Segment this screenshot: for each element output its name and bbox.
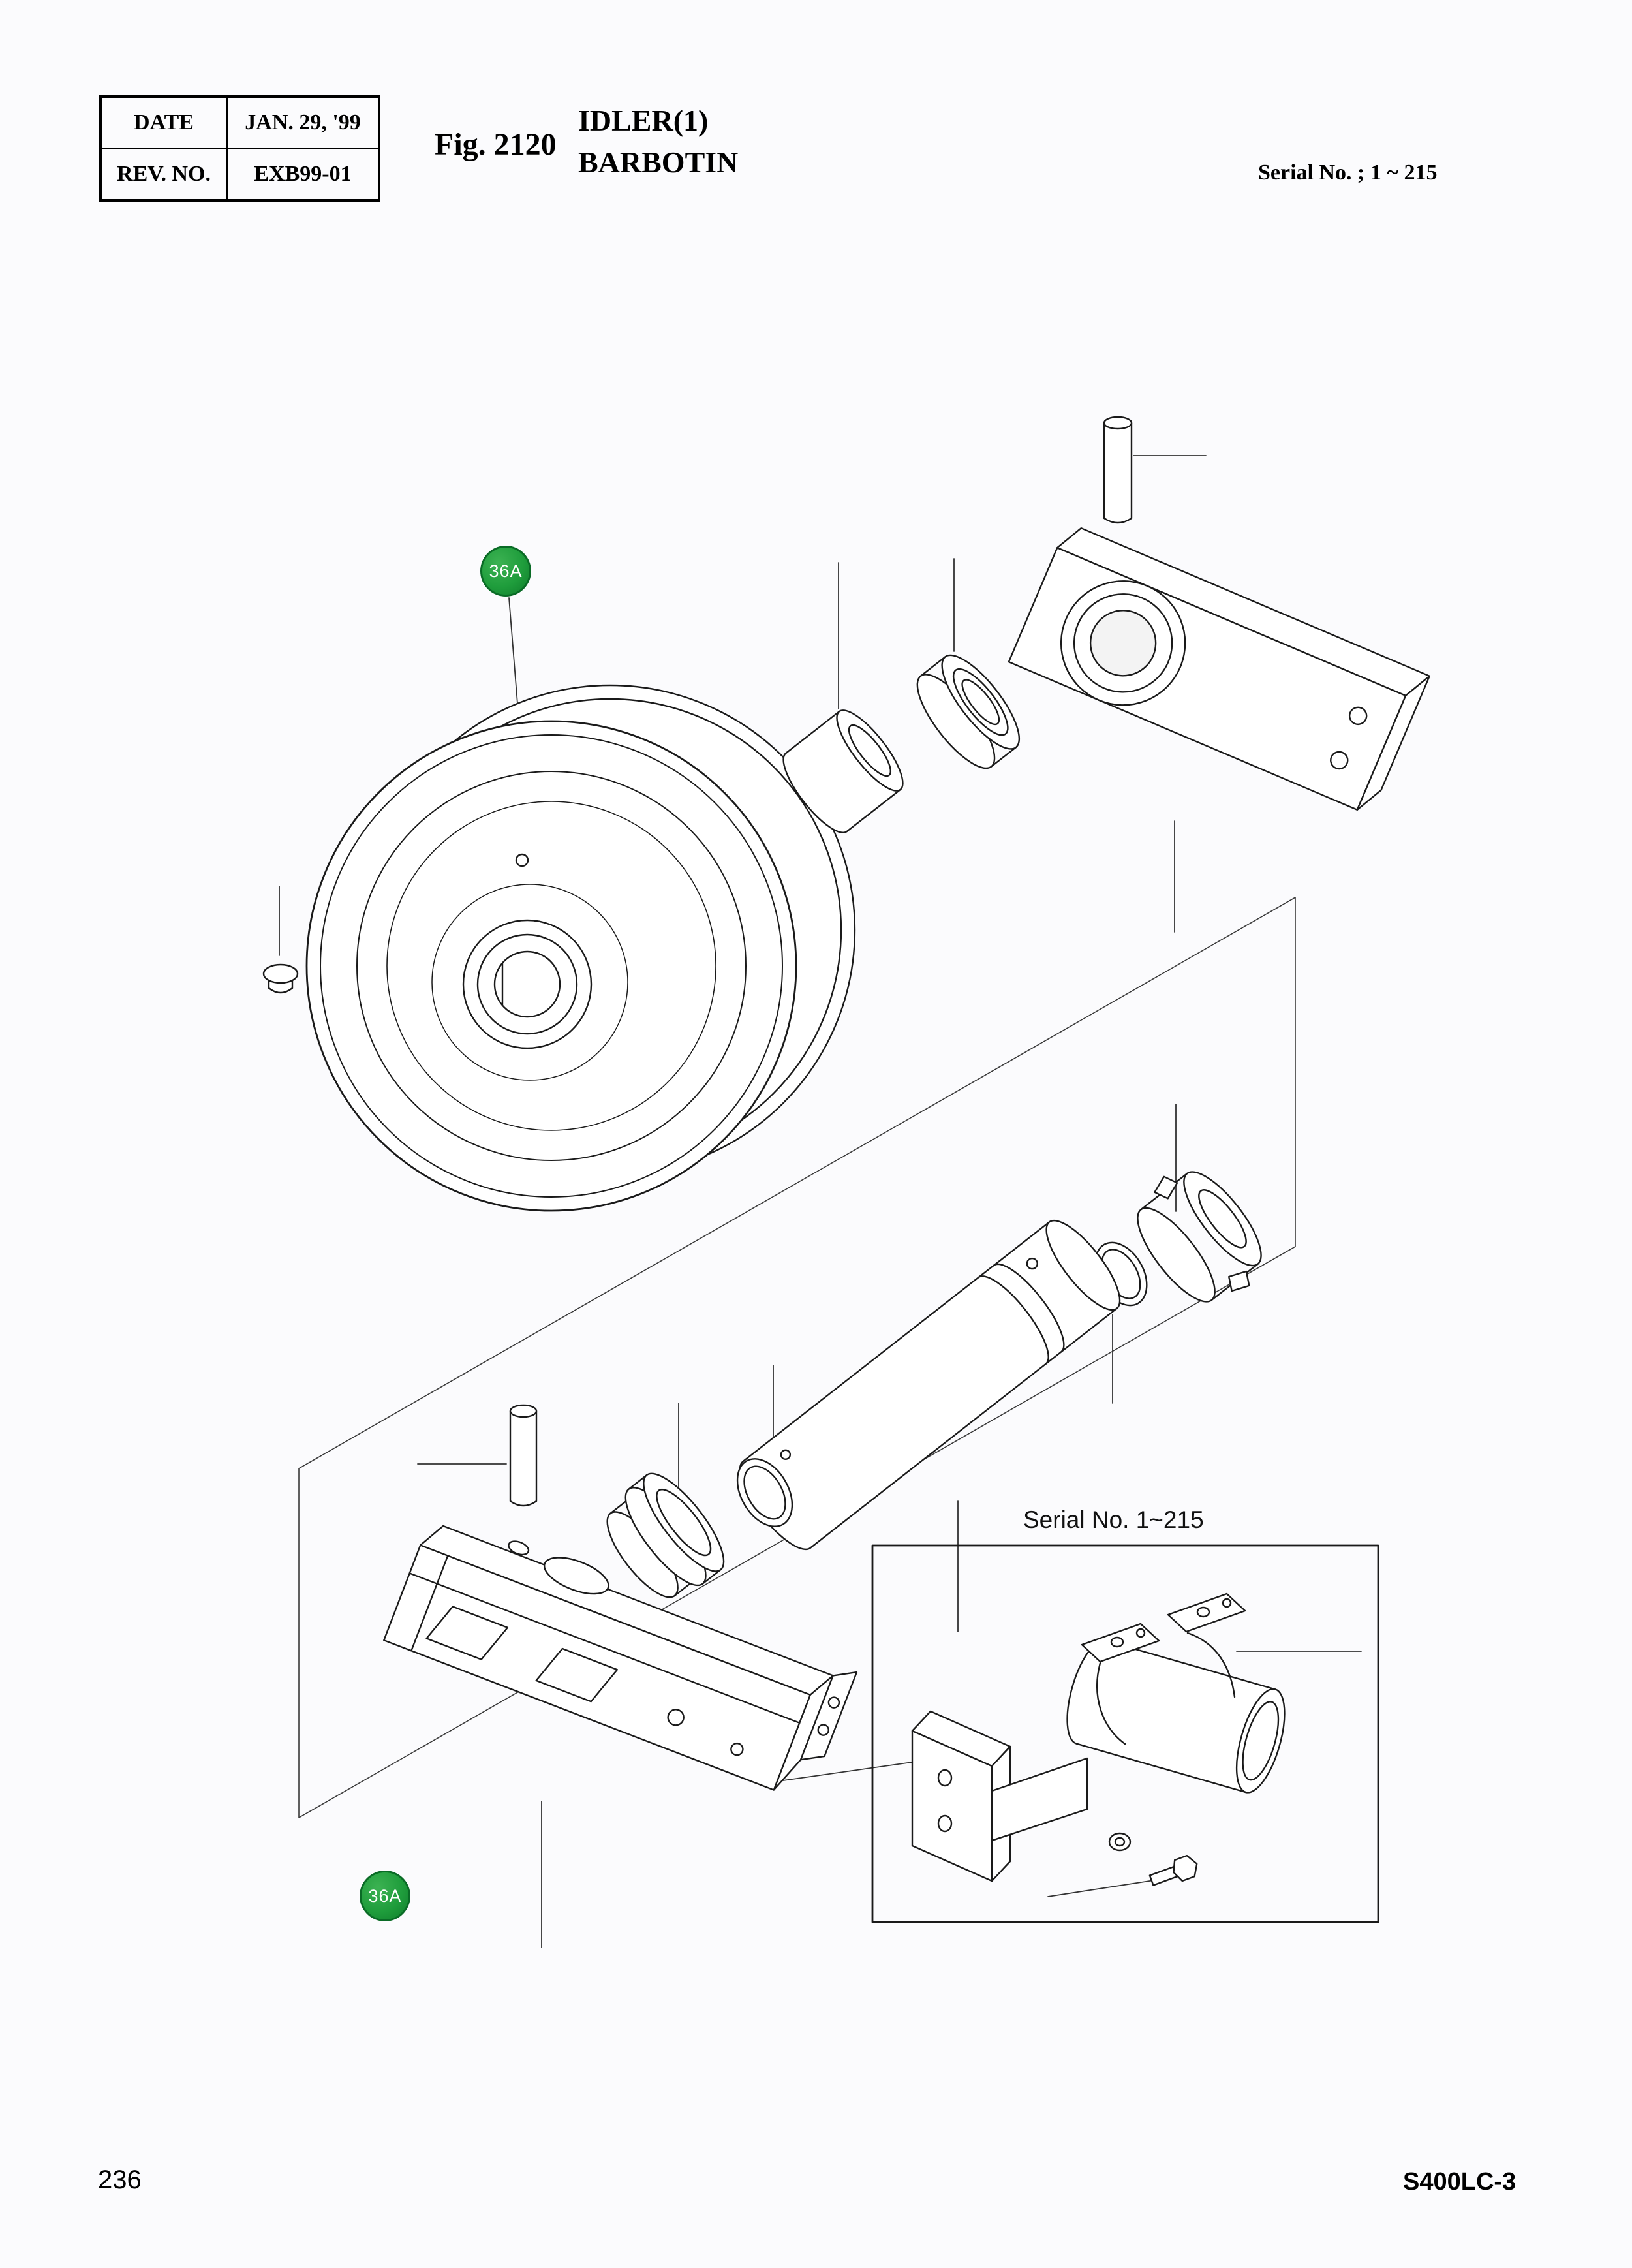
seal-ring-upper [916, 654, 1021, 769]
callout-badge-36a-bracket: 36A [360, 1871, 410, 1921]
callout-badge-label: 36A [368, 1886, 402, 1906]
model-code: S400LC-3 [1403, 2168, 1517, 2196]
seal-ring-lower [606, 1472, 725, 1598]
pin-bottom [509, 1404, 538, 1507]
bearing-bracket [1008, 527, 1430, 811]
callout-badge-label: 36A [489, 561, 523, 581]
date-value: JAN. 29, '99 [226, 95, 380, 149]
figure-title-line1: IDLER(1) [578, 104, 709, 137]
rev-no-value: EXB99-01 [226, 148, 380, 202]
pin-top [1103, 416, 1133, 524]
rev-no-label: REV. NO. [99, 148, 228, 202]
yoke-bracket [383, 1525, 858, 1791]
mounting-plane-outline [298, 897, 1296, 1818]
leader-lines [279, 455, 1362, 1948]
table-row: REV. NO. EXB99-01 [99, 148, 380, 202]
page-number: 236 [98, 2166, 142, 2194]
inset-serial-label: Serial No. 1~215 [1023, 1506, 1204, 1533]
figure-title-line2: BARBOTIN [578, 146, 739, 179]
serial-number-note: Serial No. ; 1 ~ 215 [1258, 161, 1438, 185]
callout-badge-36a-wheel: 36A [480, 546, 531, 597]
plug [262, 963, 299, 994]
inset-assembly [911, 1592, 1286, 1886]
bushing [782, 709, 904, 833]
idler-wheel [305, 684, 856, 1212]
figure-number: Fig. 2120 [435, 127, 557, 162]
castle-nut [1137, 1171, 1262, 1303]
inset-box [871, 1544, 1379, 1923]
table-row: DATE JAN. 29, '99 [99, 95, 380, 149]
date-label: DATE [99, 95, 228, 149]
revision-info-table: DATE JAN. 29, '99 REV. NO. EXB99-01 [99, 95, 380, 202]
o-ring-lower [736, 1458, 793, 1527]
